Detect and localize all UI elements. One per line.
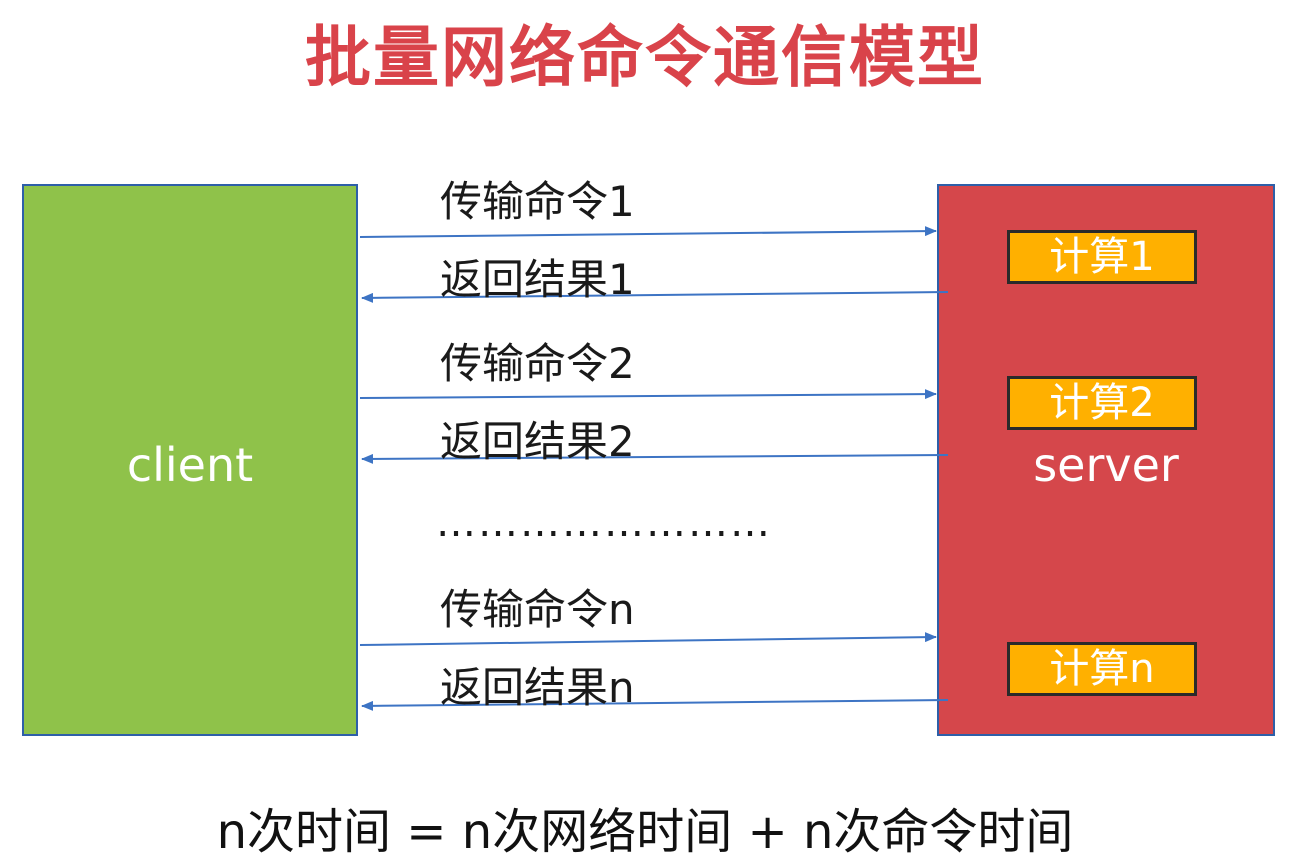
message-send-1: 传输命令1 xyxy=(440,177,635,226)
message-send-2: 传输命令2 xyxy=(440,339,635,388)
client-box: client xyxy=(22,184,358,736)
arrow-return-2 xyxy=(361,453,949,464)
compute-2-box: 计算2 xyxy=(1007,376,1197,430)
message-return-2: 返回结果2 xyxy=(440,417,635,466)
arrow-return-1 xyxy=(361,291,949,303)
server-label: server xyxy=(1033,438,1179,492)
ellipsis: …………………… xyxy=(436,500,772,546)
server-box: 计算1 计算2 server 计算n xyxy=(937,184,1275,736)
arrow-send-2 xyxy=(359,389,937,400)
arrow-return-n xyxy=(361,699,949,711)
client-label: client xyxy=(126,438,254,492)
arrow-send-1 xyxy=(359,226,937,238)
compute-n-box: 计算n xyxy=(1007,642,1197,696)
page-title: 批量网络命令通信模型 xyxy=(305,19,985,96)
compute-1-box: 计算1 xyxy=(1007,230,1197,284)
message-return-1: 返回结果1 xyxy=(440,255,635,304)
arrow-send-n xyxy=(359,632,937,646)
time-formula: n次时间 = n次网络时间 + n次命令时间 xyxy=(216,804,1074,860)
message-send-n: 传输命令n xyxy=(440,585,635,634)
message-return-n: 返回结果n xyxy=(440,663,635,712)
